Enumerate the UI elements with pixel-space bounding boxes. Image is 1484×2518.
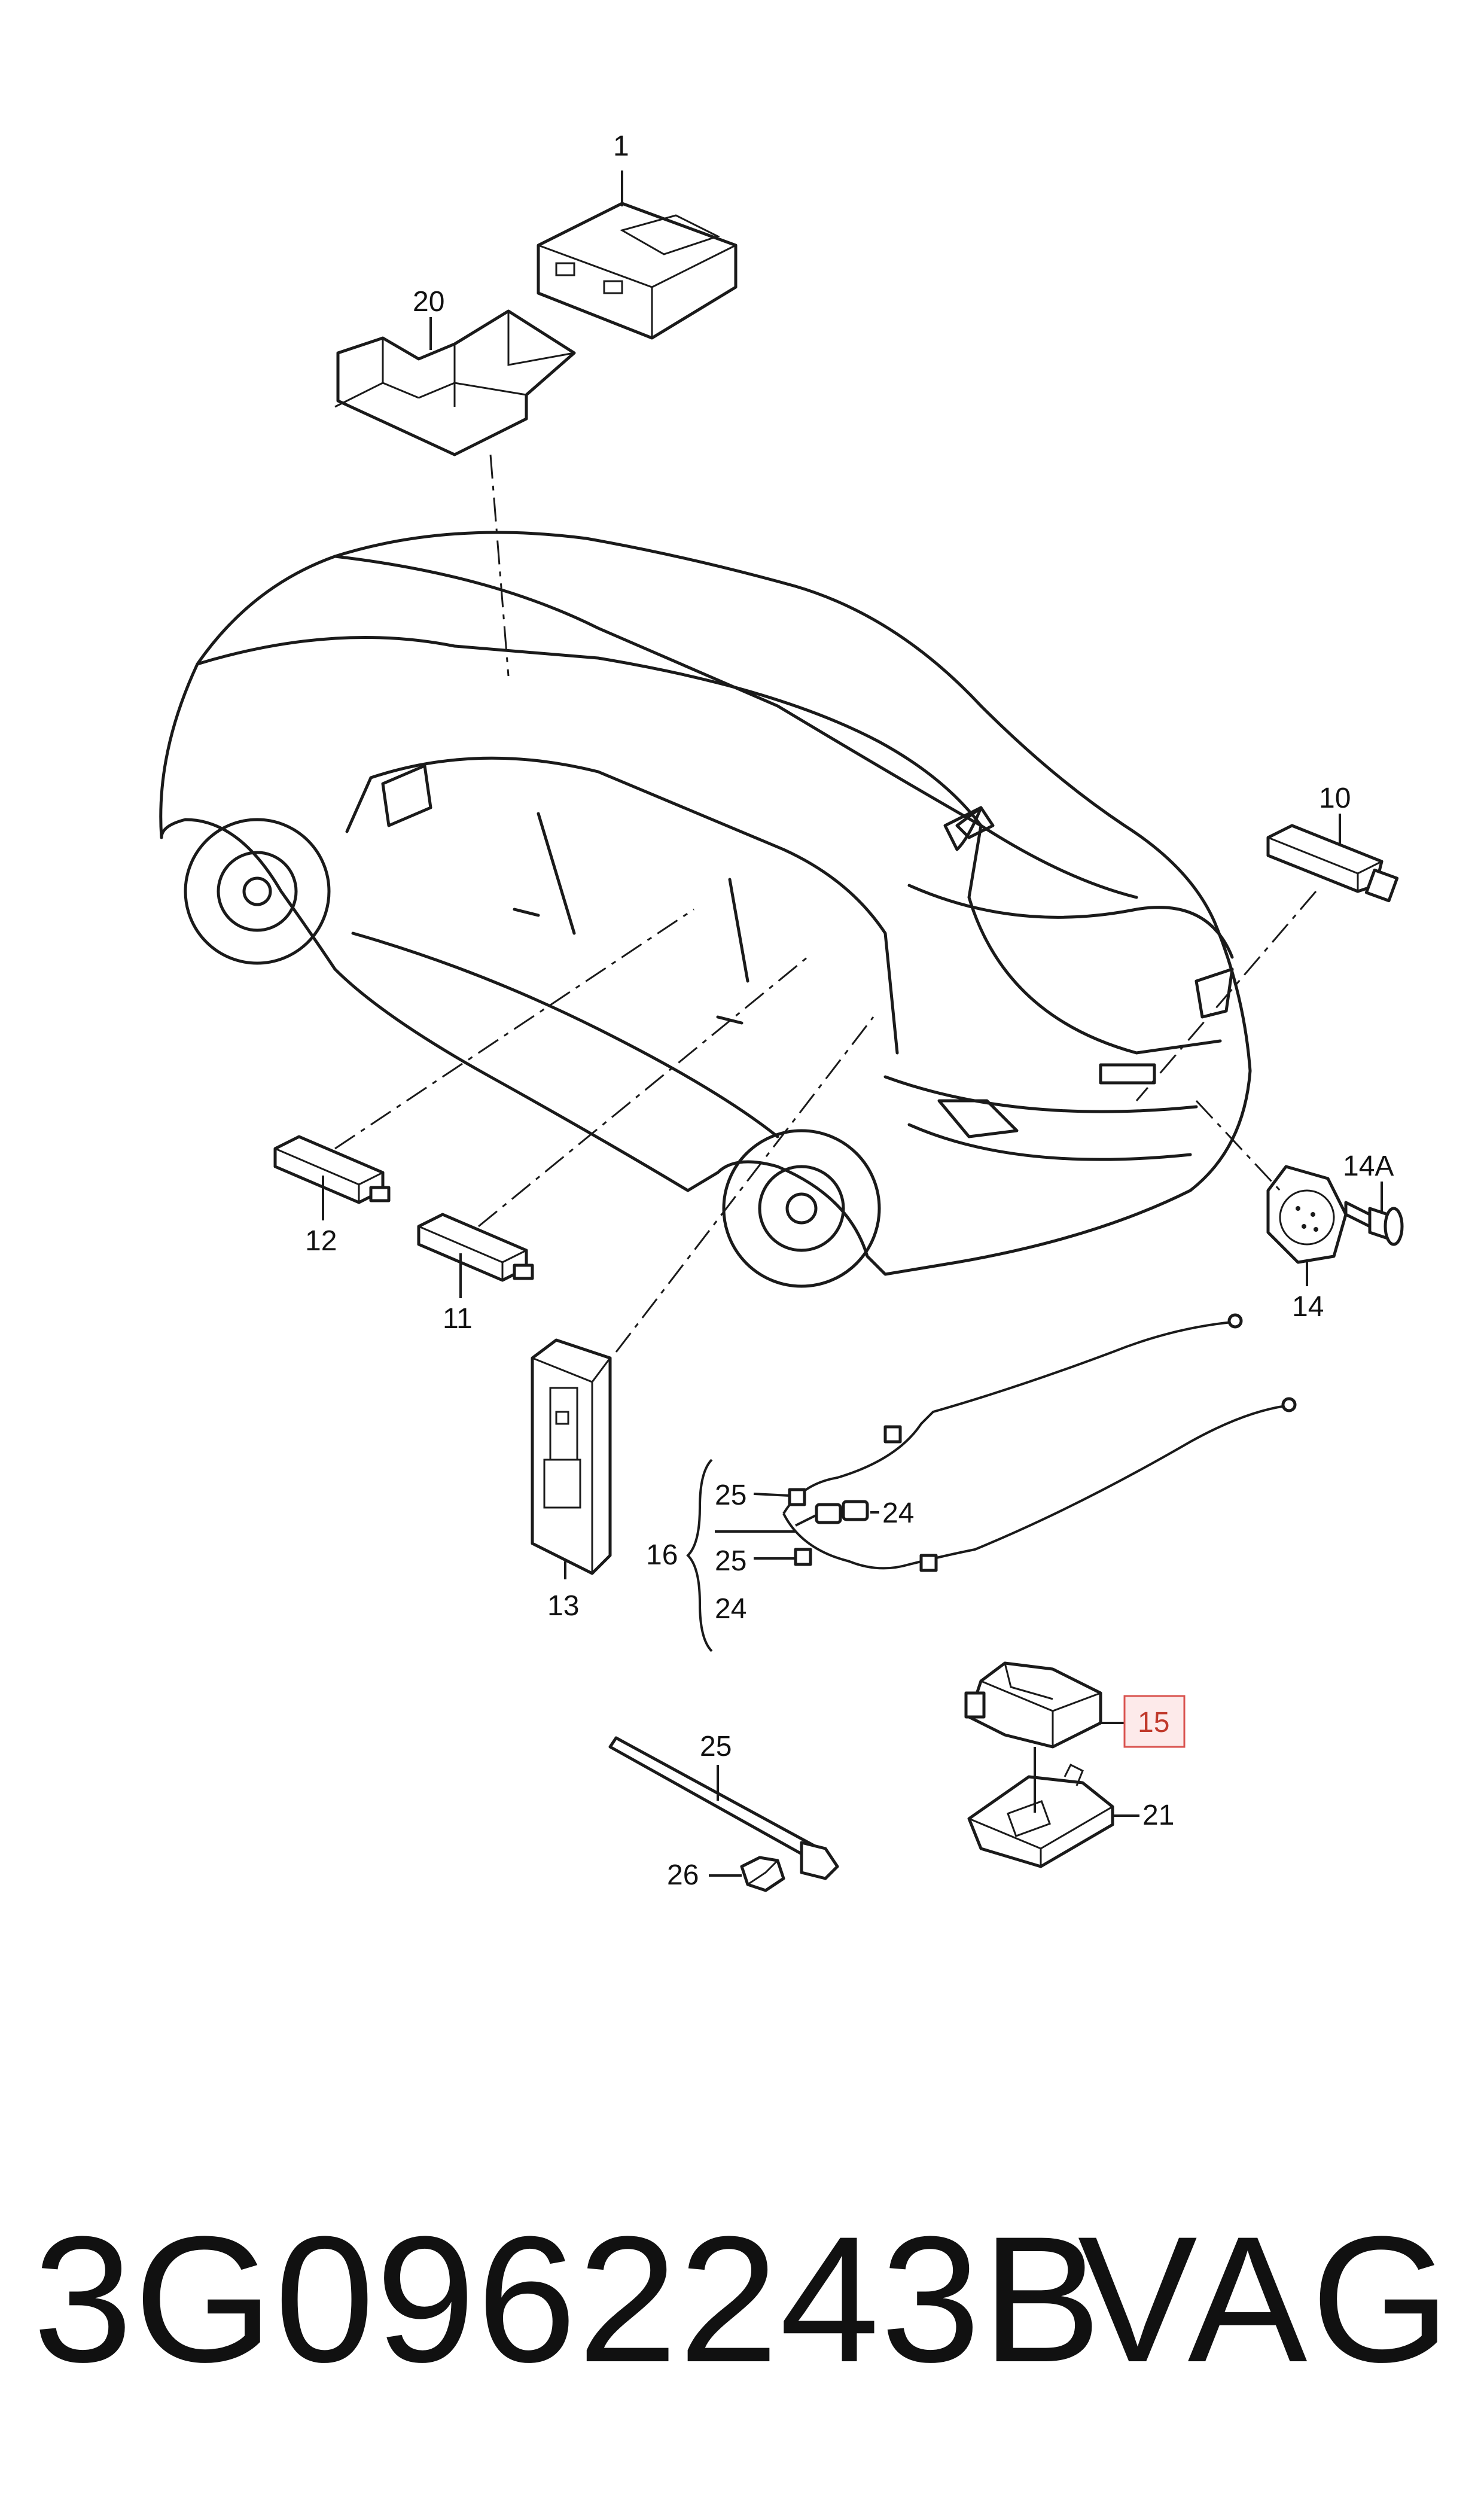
part-25-cable-tie (608, 1736, 839, 1880)
part-1-control-unit (537, 202, 738, 340)
callout-14: 14 (1292, 1291, 1324, 1323)
callout-15-highlight-box (1123, 1695, 1186, 1748)
callout-10: 10 (1319, 783, 1351, 814)
part-10-sensor (1266, 824, 1399, 903)
leader-13-dashed (615, 1016, 874, 1353)
leader-25a (753, 1493, 790, 1497)
leader-14-dashed (1195, 1100, 1281, 1192)
leader-10-dashed (1135, 891, 1317, 1101)
footer: 3G0962243B VAG (0, 2196, 1484, 2411)
part-11-antenna (417, 1213, 534, 1282)
callout-16: 16 (646, 1539, 678, 1571)
part-12-antenna (273, 1135, 391, 1204)
callout-21: 21 (1142, 1800, 1174, 1831)
callout-20: 20 (413, 286, 444, 318)
leader-20-dashed (489, 454, 510, 677)
callout-24b: 24 (715, 1593, 746, 1625)
leader-12-dashed (334, 908, 694, 1150)
vehicle-outline (159, 531, 1252, 1288)
leader-11-dashed (478, 956, 808, 1228)
bracket-16 (686, 1459, 713, 1652)
callout-24a: 24 (882, 1497, 914, 1529)
part-14-speaker (1266, 1165, 1348, 1264)
part-20-bracket (334, 309, 576, 456)
callout-26: 26 (667, 1859, 699, 1891)
callout-14a: 14A (1343, 1150, 1394, 1182)
part-21-cover (967, 1763, 1114, 1868)
callout-12: 12 (305, 1225, 337, 1257)
callout-13: 13 (547, 1590, 579, 1622)
callout-15: 15 (1138, 1707, 1169, 1738)
part-26-clip (740, 1856, 785, 1892)
brand-name: VAG (1077, 2199, 1454, 2400)
callout-11: 11 (443, 1303, 473, 1335)
part-13-module (531, 1338, 612, 1575)
part-16-harness (782, 1313, 1297, 1572)
callout-1: 1 (613, 130, 629, 162)
callout-25a: 25 (715, 1479, 746, 1511)
part-number: 3G0962243B (33, 2199, 1103, 2400)
part-15-control-unit (964, 1661, 1102, 1749)
part-14a-screw (1344, 1201, 1404, 1246)
callout-25c: 25 (700, 1731, 732, 1762)
callout-25b: 25 (715, 1545, 746, 1577)
